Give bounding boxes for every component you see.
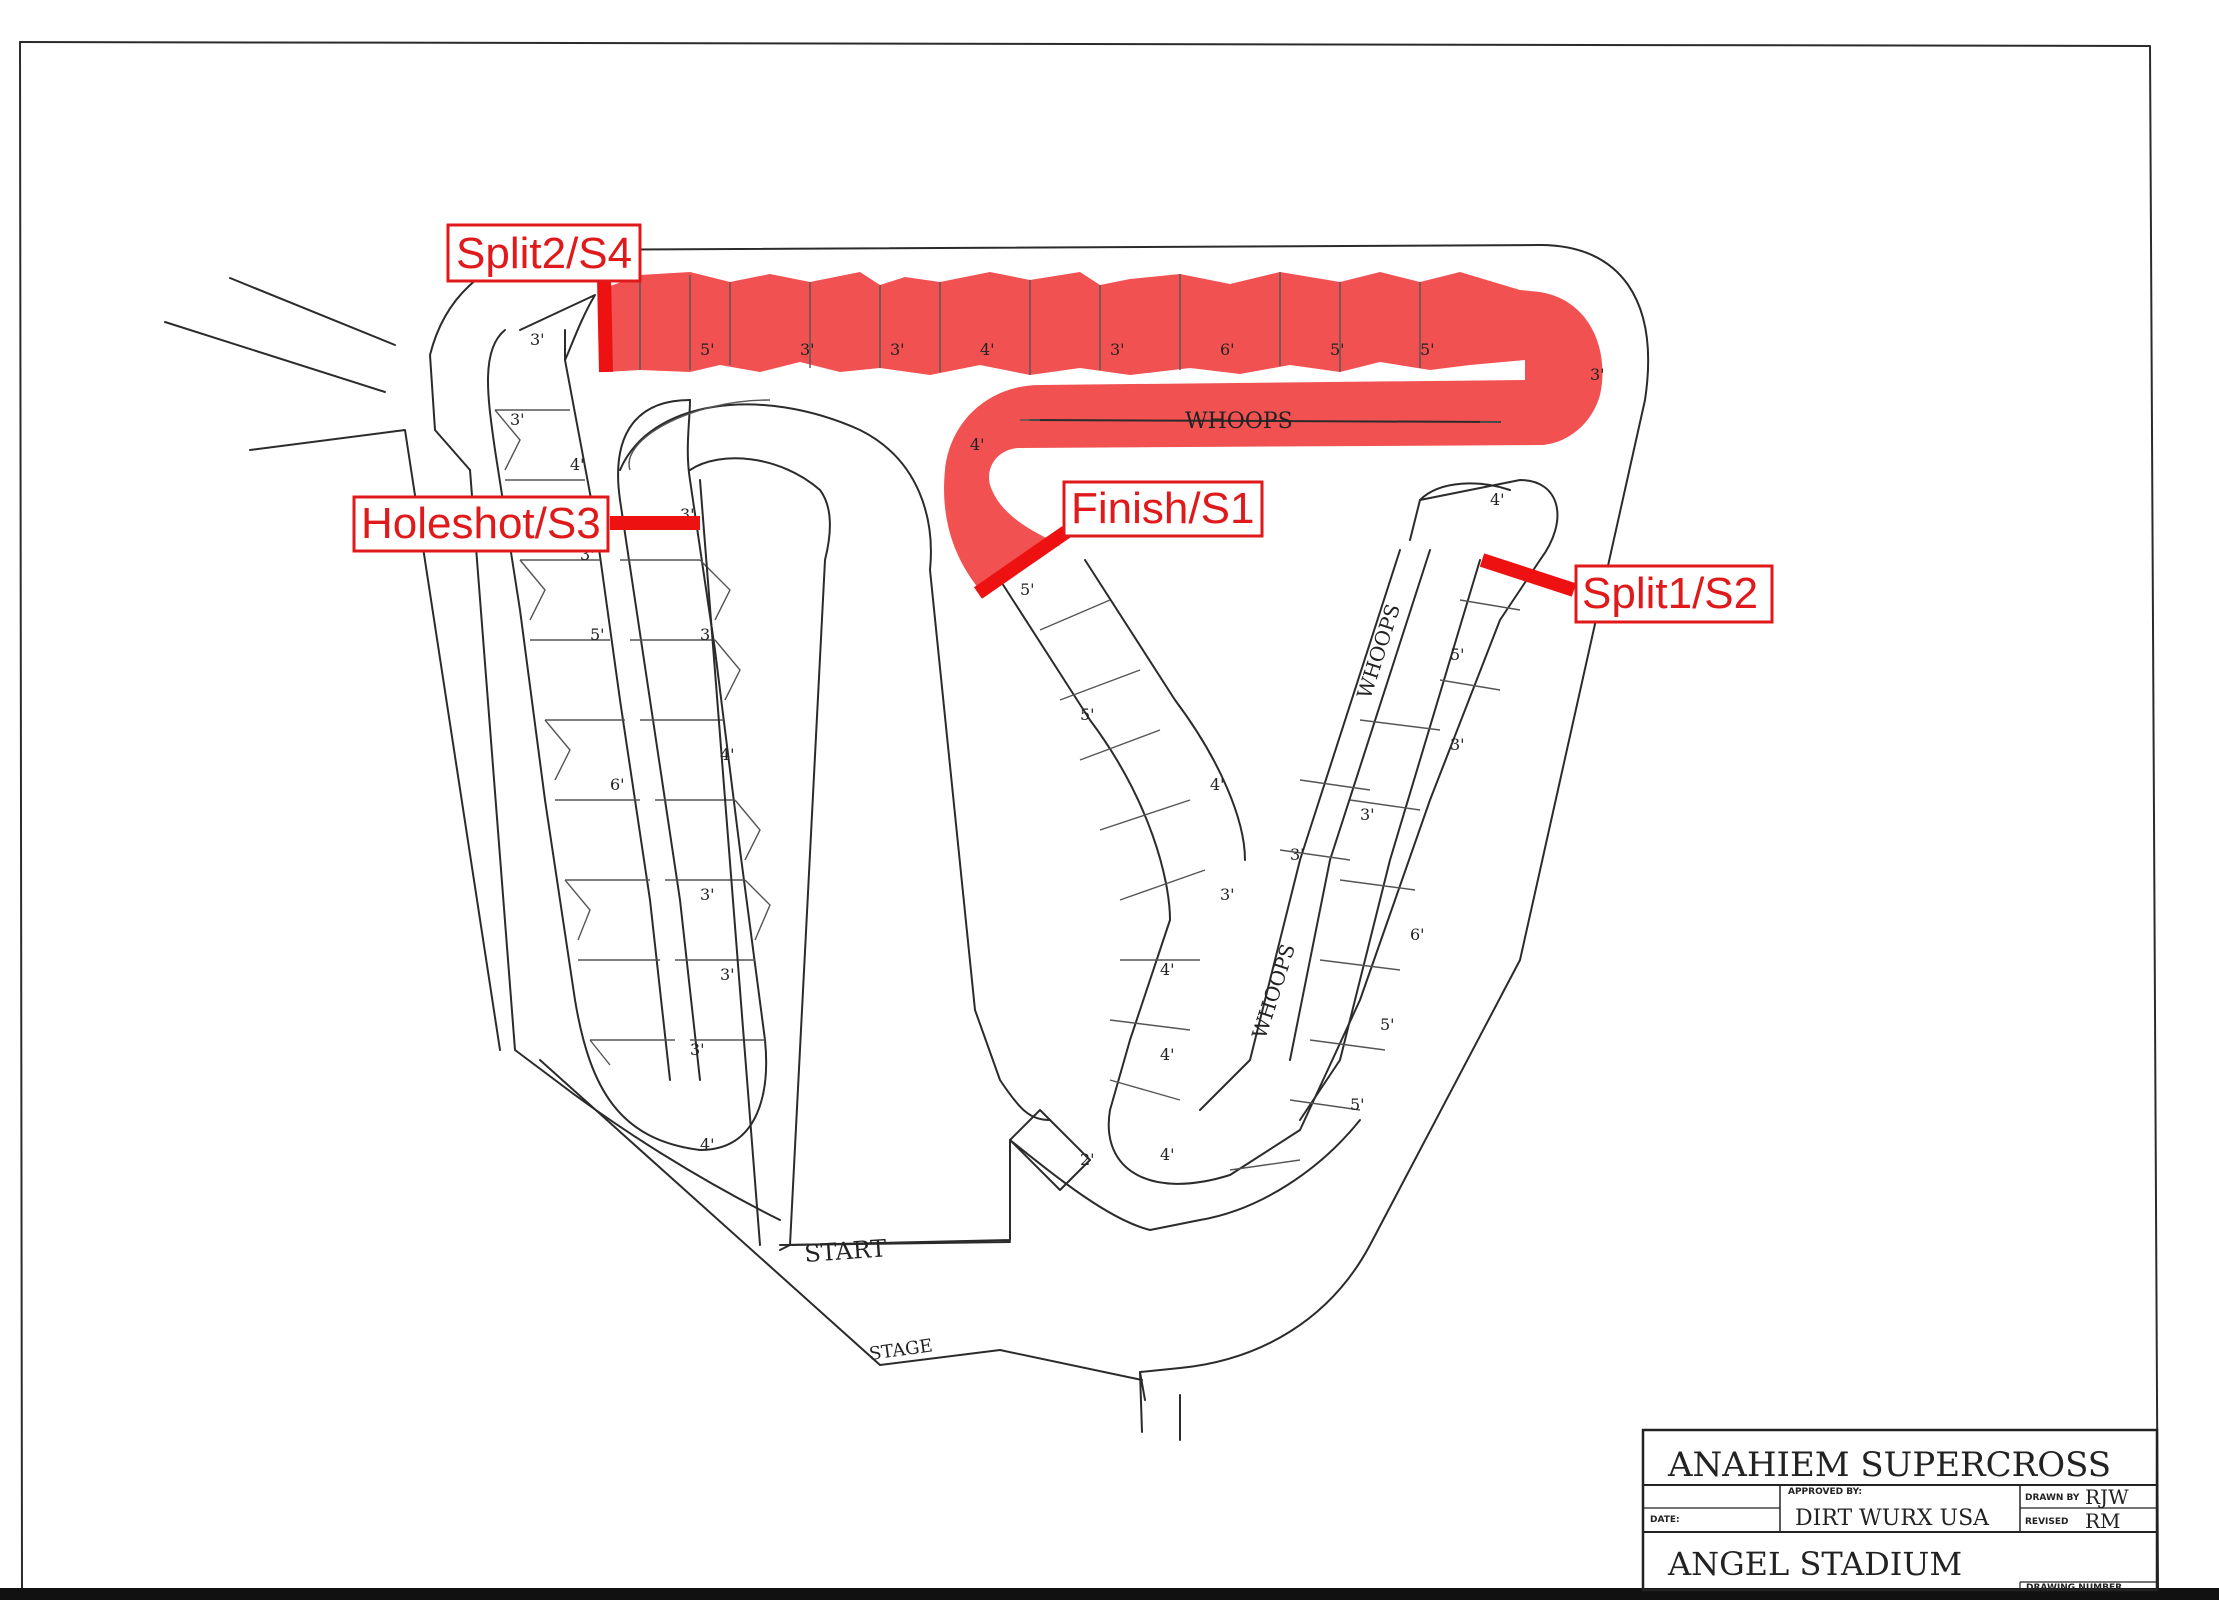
svg-text:4': 4' [970, 435, 985, 454]
svg-text:3': 3' [720, 965, 735, 984]
svg-text:3': 3' [1360, 805, 1375, 824]
split1-label: Split1/S2 [1574, 564, 1774, 624]
svg-text:5': 5' [1080, 705, 1095, 724]
split2-label: Split2/S4 [446, 223, 642, 283]
approved-by-label: APPROVED BY: [1788, 1487, 1862, 1497]
svg-text:3': 3' [800, 340, 815, 359]
svg-text:Split2/S4: Split2/S4 [456, 229, 632, 278]
left-rhythm-lanes [487, 294, 771, 1151]
holeshot-label: Holeshot/S3 [352, 495, 610, 553]
svg-text:3': 3' [1590, 365, 1605, 384]
inner-wall-left [249, 429, 501, 1051]
finish-label: Finish/S1 [1062, 480, 1264, 538]
svg-text:5': 5' [1350, 1095, 1365, 1114]
svg-text:6': 6' [1410, 925, 1425, 944]
drawing-frame [0, 41, 2219, 1600]
svg-text:3': 3' [510, 410, 525, 429]
highlight-top-straight [605, 272, 1603, 590]
whoops-label-top: WHOOPS [1185, 409, 1293, 434]
lane-number-notes: 3' 3' 4' 5' 6' 3' 3' 3' 4' 3' 3' 3' 4' 5' 5' 4' 3' 4… [510, 330, 1605, 1169]
svg-text:Holeshot/S3: Holeshot/S3 [361, 499, 601, 548]
svg-text:3': 3' [1110, 340, 1125, 359]
svg-text:4': 4' [1160, 1045, 1175, 1064]
svg-text:3': 3' [890, 340, 905, 359]
svg-text:3': 3' [700, 885, 715, 904]
split2-marker [597, 277, 613, 373]
start-line [779, 1241, 1011, 1246]
revised-label: REVISED [2025, 1517, 2069, 1527]
highlighted-section [605, 272, 1603, 590]
svg-text:5': 5' [1450, 645, 1465, 664]
svg-text:5': 5' [590, 625, 605, 644]
svg-text:5': 5' [700, 340, 715, 359]
title-block-title: ANAHIEM SUPERCROSS [1667, 1445, 2111, 1485]
svg-text:5': 5' [1420, 340, 1435, 359]
svg-text:4': 4' [1160, 1145, 1175, 1164]
whoops-arrows [1020, 419, 1500, 423]
split1-marker [1479, 553, 1577, 597]
svg-text:2': 2' [1080, 1150, 1095, 1169]
svg-text:3': 3' [530, 330, 545, 349]
svg-text:3': 3' [1450, 735, 1465, 754]
svg-text:3': 3' [690, 1040, 705, 1059]
svg-text:3': 3' [1290, 845, 1305, 864]
svg-text:Finish/S1: Finish/S1 [1071, 484, 1254, 533]
entry-line-2 [164, 321, 386, 393]
drawn-by-value: RJW [2085, 1485, 2129, 1509]
svg-text:4': 4' [1490, 490, 1505, 509]
svg-text:4': 4' [720, 745, 735, 764]
svg-text:5': 5' [1020, 580, 1035, 599]
venue: ANGEL STADIUM [1667, 1545, 1962, 1583]
drawn-by-label: DRAWN BY [2025, 1493, 2080, 1503]
start-label: START [803, 1234, 887, 1268]
svg-text:3': 3' [700, 625, 715, 644]
approved-by-value: DIRT WURX USA [1795, 1506, 1990, 1531]
svg-text:Split1/S2: Split1/S2 [1582, 569, 1758, 618]
right-rhythm-lanes [999, 479, 1559, 1231]
svg-text:4': 4' [700, 1135, 715, 1154]
svg-text:3': 3' [1220, 885, 1235, 904]
svg-text:4': 4' [1160, 960, 1175, 979]
finish-marker [974, 526, 1070, 599]
svg-text:6': 6' [610, 775, 625, 794]
svg-text:4': 4' [980, 340, 995, 359]
whoops-label-right-lower: WHOOPS [1247, 941, 1300, 1042]
date-label: DATE: [1650, 1515, 1680, 1525]
center-hairpin [619, 399, 1051, 1246]
revised-value: RM [2085, 1509, 2121, 1533]
drawing-number-label: DRAWING NUMBER [2026, 1583, 2122, 1593]
svg-text:4': 4' [1210, 775, 1225, 794]
svg-text:4': 4' [570, 455, 585, 474]
svg-text:5': 5' [1380, 1015, 1395, 1034]
outer-boundary [429, 244, 1650, 1441]
svg-text:6': 6' [1220, 340, 1235, 359]
bottom-boundary [539, 1059, 1143, 1381]
entry-line-1 [229, 277, 396, 346]
svg-text:5': 5' [1330, 340, 1345, 359]
title-block: ANAHIEM SUPERCROSS APPROVED BY: DIRT WUR… [1641, 1428, 2159, 1593]
